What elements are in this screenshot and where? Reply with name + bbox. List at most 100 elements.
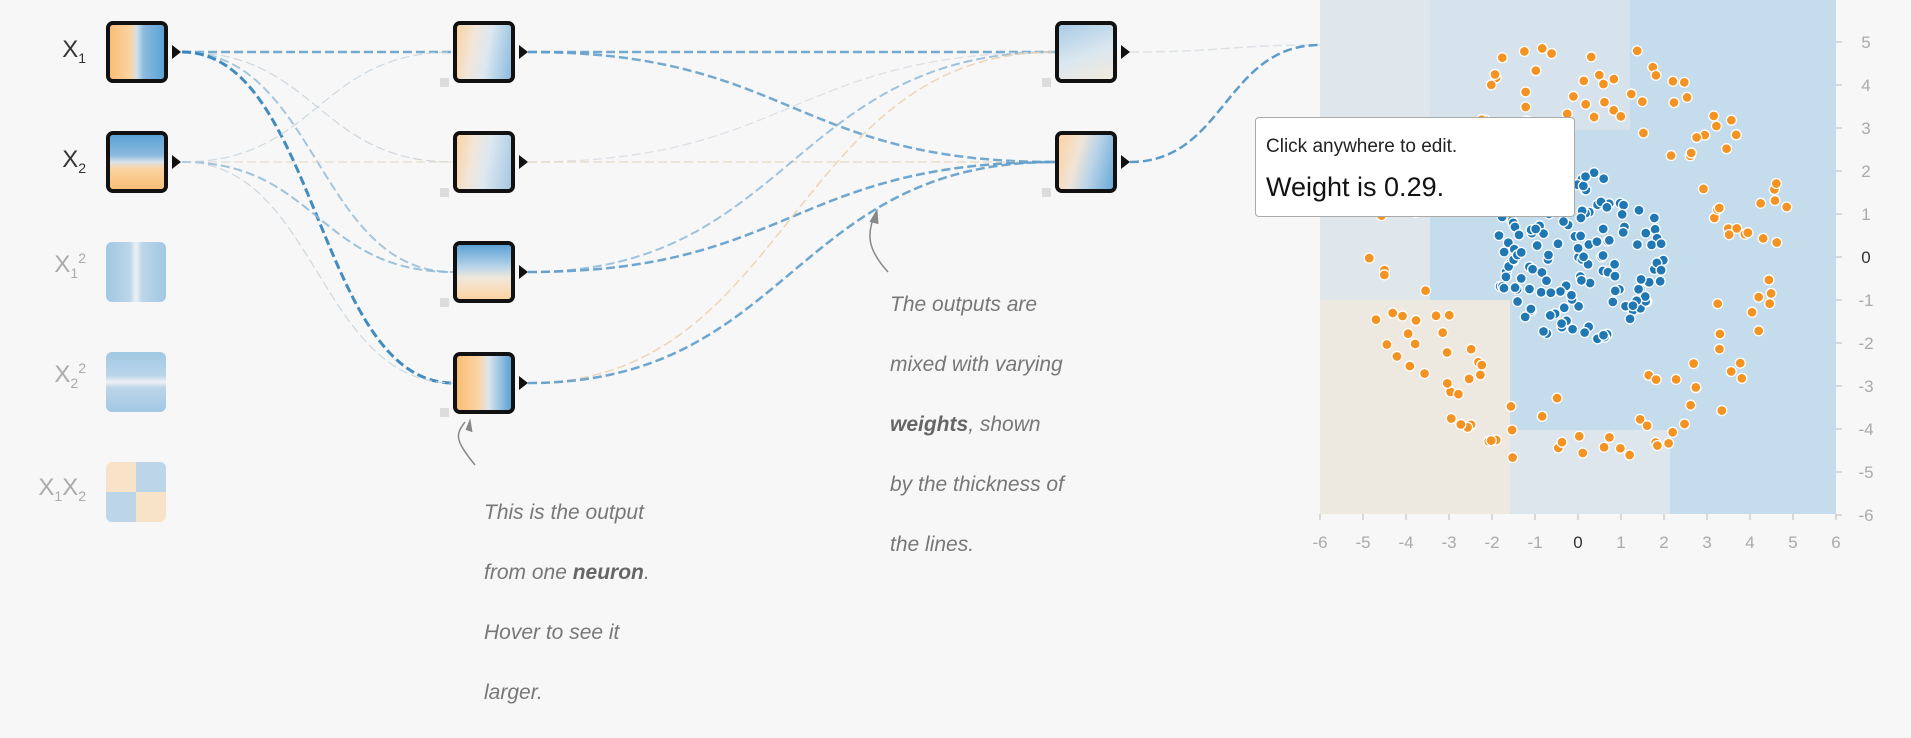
weights-callout-line5: the lines. [890,533,975,556]
hidden1-neuron-3[interactable] [453,241,515,303]
input-node-x2[interactable] [106,131,168,193]
link-hidden1-2-to-hidden2-1 [527,160,1056,274]
data-point-positive [1498,282,1510,294]
data-point-negative [1690,381,1702,394]
data-point-negative [1597,78,1610,90]
data-point-negative [1452,388,1465,400]
data-point-positive [1554,285,1567,298]
data-point-positive [1609,270,1621,282]
hidden1-neuron-2[interactable] [453,131,515,193]
x-tick-label: 0 [1573,533,1582,552]
neuron-callout-line2: from one neuron. [484,561,650,584]
hidden1-neuron-4-bias[interactable] [440,408,449,417]
data-point-positive [1515,246,1527,259]
x-tick-label: -1 [1527,533,1542,552]
data-point-negative [1588,111,1600,123]
hidden1-neuron-4[interactable] [453,352,515,414]
data-point-negative [1505,400,1517,413]
link-hidden1-0-to-hidden2-1 [527,50,1056,164]
hidden2-neuron-2[interactable] [1055,131,1117,193]
y-tick-label: -1 [1858,291,1873,310]
data-point-negative [1381,338,1393,351]
data-point-positive [1523,283,1536,295]
input-node-x2-squared[interactable] [106,352,166,412]
hidden1-neuron-4-arrow [519,376,528,390]
hidden2-neuron-2-bias[interactable] [1042,188,1051,197]
data-point-negative [1636,95,1648,108]
data-point-negative [1476,359,1488,371]
weights-callout-line2: mixed with varying [890,353,1063,376]
data-point-positive [1597,329,1610,341]
data-point-negative [1650,69,1662,81]
data-point-positive [1577,251,1590,263]
data-point-positive [1552,238,1564,250]
input-label-x1-squared: X12 [54,250,86,281]
data-point-negative [1712,298,1724,310]
x-tick-label: 3 [1702,533,1711,552]
neuron-callout-line3: Hover to see it [484,621,620,644]
data-point-negative [1391,350,1403,363]
tooltip-hint: Click anywhere to edit. [1266,136,1458,157]
data-point-negative [1720,143,1733,155]
data-point-positive [1603,234,1615,246]
data-point-negative [1506,424,1518,436]
hidden2-neuron-1-bias[interactable] [1042,78,1051,87]
input-node-x1[interactable] [106,21,168,83]
data-point-negative [1485,434,1497,447]
data-point-positive [1617,199,1630,211]
data-point-negative [1430,310,1442,322]
hidden2-neuron-1[interactable] [1055,21,1117,83]
data-point-negative [1713,343,1726,355]
data-point-negative [1370,313,1382,326]
y-tick-label: 5 [1861,33,1870,52]
input-node-x1x2[interactable] [106,462,166,522]
data-point-negative [1757,232,1769,245]
hidden1-neuron-1-bias[interactable] [440,78,449,87]
data-point-negative [1714,328,1726,340]
weights-callout-line1: The outputs are [890,293,1038,316]
data-point-negative [1730,129,1742,141]
data-point-negative [1573,430,1585,442]
link-input-1-to-hidden1-3 [181,161,454,384]
data-point-negative [1496,52,1508,64]
data-point-negative [1556,436,1568,448]
link-hidden2-0-to-output [1129,44,1321,53]
data-point-negative [1765,287,1777,300]
x-tick-label: 2 [1659,533,1668,552]
x-tick-label: 6 [1831,533,1840,552]
input-node-x1-squared[interactable] [106,242,166,302]
data-point-negative [1551,392,1563,404]
x-tick-label: -4 [1398,533,1413,552]
data-point-negative [1410,314,1422,327]
hidden1-neuron-1[interactable] [453,21,515,83]
y-tick-label: 3 [1861,119,1870,138]
hidden1-neuron-3-bias[interactable] [440,298,449,307]
data-point-negative [1585,51,1597,63]
weights-callout-line3: weights, shown [890,413,1041,436]
data-point-positive [1627,300,1639,312]
data-point-positive [1607,296,1619,308]
data-point-positive [1544,309,1556,322]
data-point-negative [1536,410,1548,422]
data-point-negative [1625,88,1637,100]
data-point-positive [1640,227,1652,239]
hidden1-neuron-1-arrow [519,45,528,59]
data-point-negative [1536,42,1548,55]
data-point-positive [1513,229,1525,241]
data-point-positive [1635,273,1647,286]
weight-tooltip[interactable]: Click anywhere to edit. Weight is 0.29. [1255,117,1575,217]
data-point-positive [1649,223,1661,235]
data-point-negative [1506,451,1519,464]
hidden1-neuron-2-bias[interactable] [440,188,449,197]
neuron-callout-line1: This is the output [484,501,644,524]
data-point-negative [1716,404,1728,417]
data-point-positive [1598,173,1610,185]
data-point-positive [1515,272,1527,285]
data-point-negative [1445,412,1457,425]
data-point-negative [1578,75,1590,87]
x-tick-label: 4 [1745,533,1754,552]
data-point-negative [1736,372,1748,384]
data-point-negative [1631,45,1643,57]
y-tick-label: -2 [1858,334,1873,353]
